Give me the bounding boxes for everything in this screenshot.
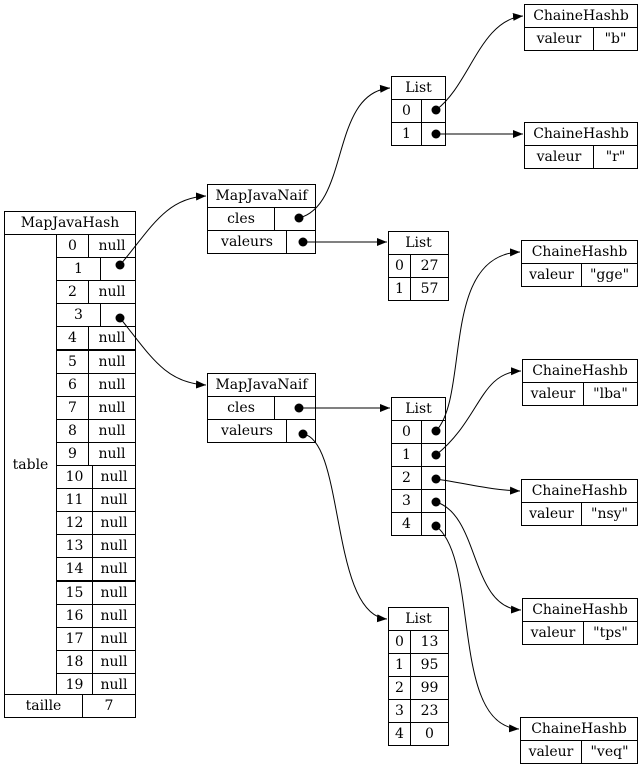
list-keys-1-title: List [391, 76, 446, 100]
hash-table-value: null [88, 373, 136, 397]
hash-table-value: null [92, 557, 136, 581]
chaine-nsy-title: ChaineHashb [521, 479, 638, 503]
chaine-veq-title: ChaineHashb [520, 717, 638, 741]
hash-table-value: null [88, 442, 136, 466]
map-hash-size-label: taille [4, 694, 83, 718]
chaine-lba-title: ChaineHashb [522, 359, 638, 383]
hash-table-index: 14 [56, 557, 93, 581]
list-values-2-value: 13 [410, 630, 449, 654]
chaine-r-field: valeur [524, 145, 594, 169]
list-values-1-value: 57 [410, 277, 449, 301]
list-keys-2-index: 0 [391, 420, 422, 444]
hash-table-index: 17 [56, 627, 93, 651]
arrow-list-nsy [435, 478, 521, 495]
hash-table-value: null [92, 650, 136, 674]
hash-table-index: 13 [56, 534, 93, 558]
list-values-2-index: 4 [388, 722, 411, 746]
chaine-tps-field: valeur [522, 621, 584, 645]
list-values-2-value: 0 [410, 722, 449, 746]
list-keys-1-index: 0 [391, 99, 422, 123]
list-keys-2-index: 3 [391, 489, 422, 513]
list-keys-1-index: 1 [391, 122, 422, 146]
hash-table-value: null [88, 326, 136, 350]
arrow-naif2-values-to-list [302, 433, 388, 623]
chaine-nsy-value: "nsy" [581, 502, 638, 526]
chaine-lba-field: valeur [522, 382, 584, 406]
hash-table-value: null [92, 511, 136, 535]
hash-table-value: null [88, 350, 136, 374]
naif-1-values-label: valeurs [207, 230, 287, 254]
chaine-b-value: "b" [593, 27, 638, 51]
arrow-hash3-to-naif2 [119, 317, 207, 389]
hash-table-value: null [92, 673, 136, 697]
chaine-veq-value: "veq" [581, 740, 638, 764]
chaine-nsy-field: valeur [521, 502, 582, 526]
naif-2-keys-label: cles [207, 396, 275, 420]
chaine-tps-value: "tps" [583, 621, 638, 645]
map-hash-title: MapJavaHash [4, 211, 136, 235]
hash-table-value: null [88, 280, 136, 304]
arrow-naif1-keys-to-list [298, 84, 391, 219]
hash-table-index: 6 [56, 373, 89, 397]
hash-table-index: 0 [56, 234, 89, 258]
arrow-list-tps [435, 501, 522, 614]
arrow-list-veq [435, 525, 520, 733]
hash-table-index: 11 [56, 488, 93, 512]
list-keys-2-index: 4 [391, 512, 422, 536]
arrow-list-gge [435, 248, 521, 432]
list-values-1-title: List [388, 231, 449, 255]
hash-table-index: 2 [56, 280, 89, 304]
chaine-r-title: ChaineHashb [524, 122, 638, 146]
naif-2-values-label: valeurs [207, 419, 287, 443]
hash-table-value: null [92, 581, 136, 605]
chaine-r-value: "r" [593, 145, 638, 169]
list-values-1-value: 27 [410, 254, 449, 278]
map-hash-size-value: 7 [82, 694, 136, 718]
hash-table-value: null [92, 465, 136, 489]
map-hash-table-label: table [4, 234, 57, 695]
hash-table-index: 15 [56, 581, 93, 605]
chaine-gge-value: "gge" [581, 263, 638, 287]
chaine-b-field: valeur [524, 27, 594, 51]
list-keys-2-title: List [391, 397, 446, 421]
arrow-hash1-to-naif1 [119, 192, 207, 266]
hash-table-value: null [92, 627, 136, 651]
chaine-gge-title: ChaineHashb [521, 240, 638, 264]
hash-table-value: null [92, 534, 136, 558]
chaine-lba-value: "lba" [583, 382, 638, 406]
arrow-list-b [435, 12, 524, 111]
hash-table-value: null [88, 419, 136, 443]
chaine-veq-field: valeur [520, 740, 582, 764]
arrow-list-lba [435, 367, 522, 456]
hash-table-index: 4 [56, 326, 89, 350]
hash-table-index: 7 [56, 396, 89, 420]
